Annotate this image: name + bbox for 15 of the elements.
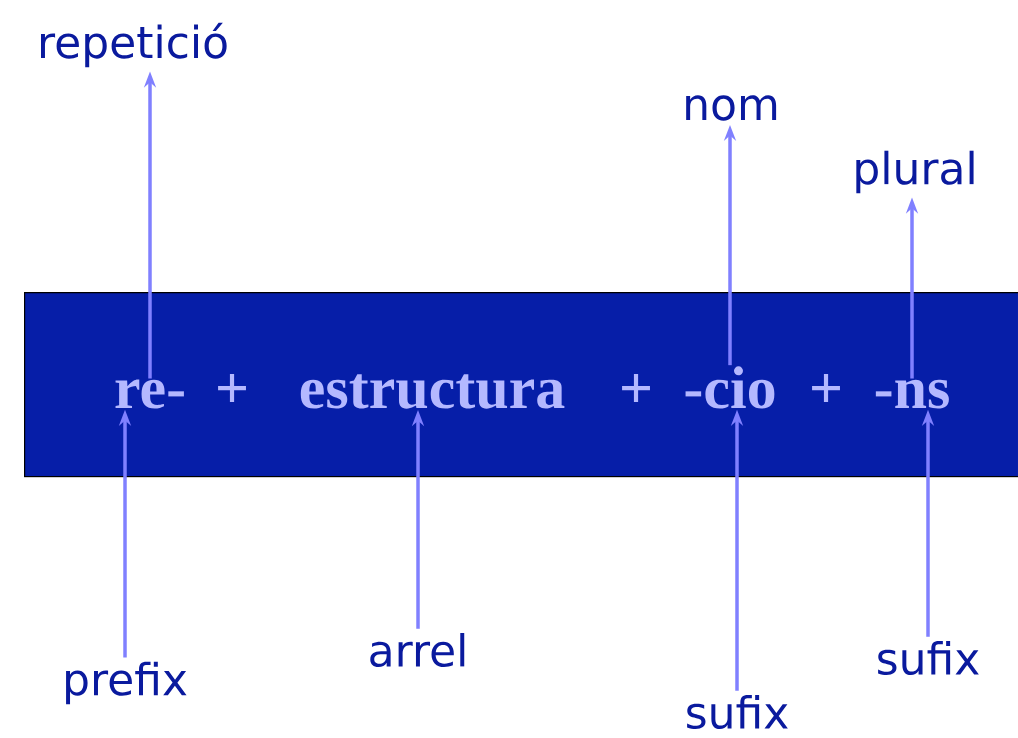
plus-sign: + [622,374,650,403]
word-label: sufix [878,641,979,675]
band [24,292,1018,478]
morpheme: estructura [300,374,565,409]
word-label: repetició [41,22,227,68]
morpheme: -ns [875,379,949,409]
morpheme: re- [115,379,184,409]
word-label: arrel [370,633,465,667]
word-label: nom [686,95,777,121]
word-label: plural [856,150,974,194]
word-label: prefix [66,661,187,705]
plus-sign: + [218,374,246,403]
plus-sign: + [812,374,840,403]
morpheme: -cio [685,366,775,409]
word-label: sufix [687,695,788,729]
